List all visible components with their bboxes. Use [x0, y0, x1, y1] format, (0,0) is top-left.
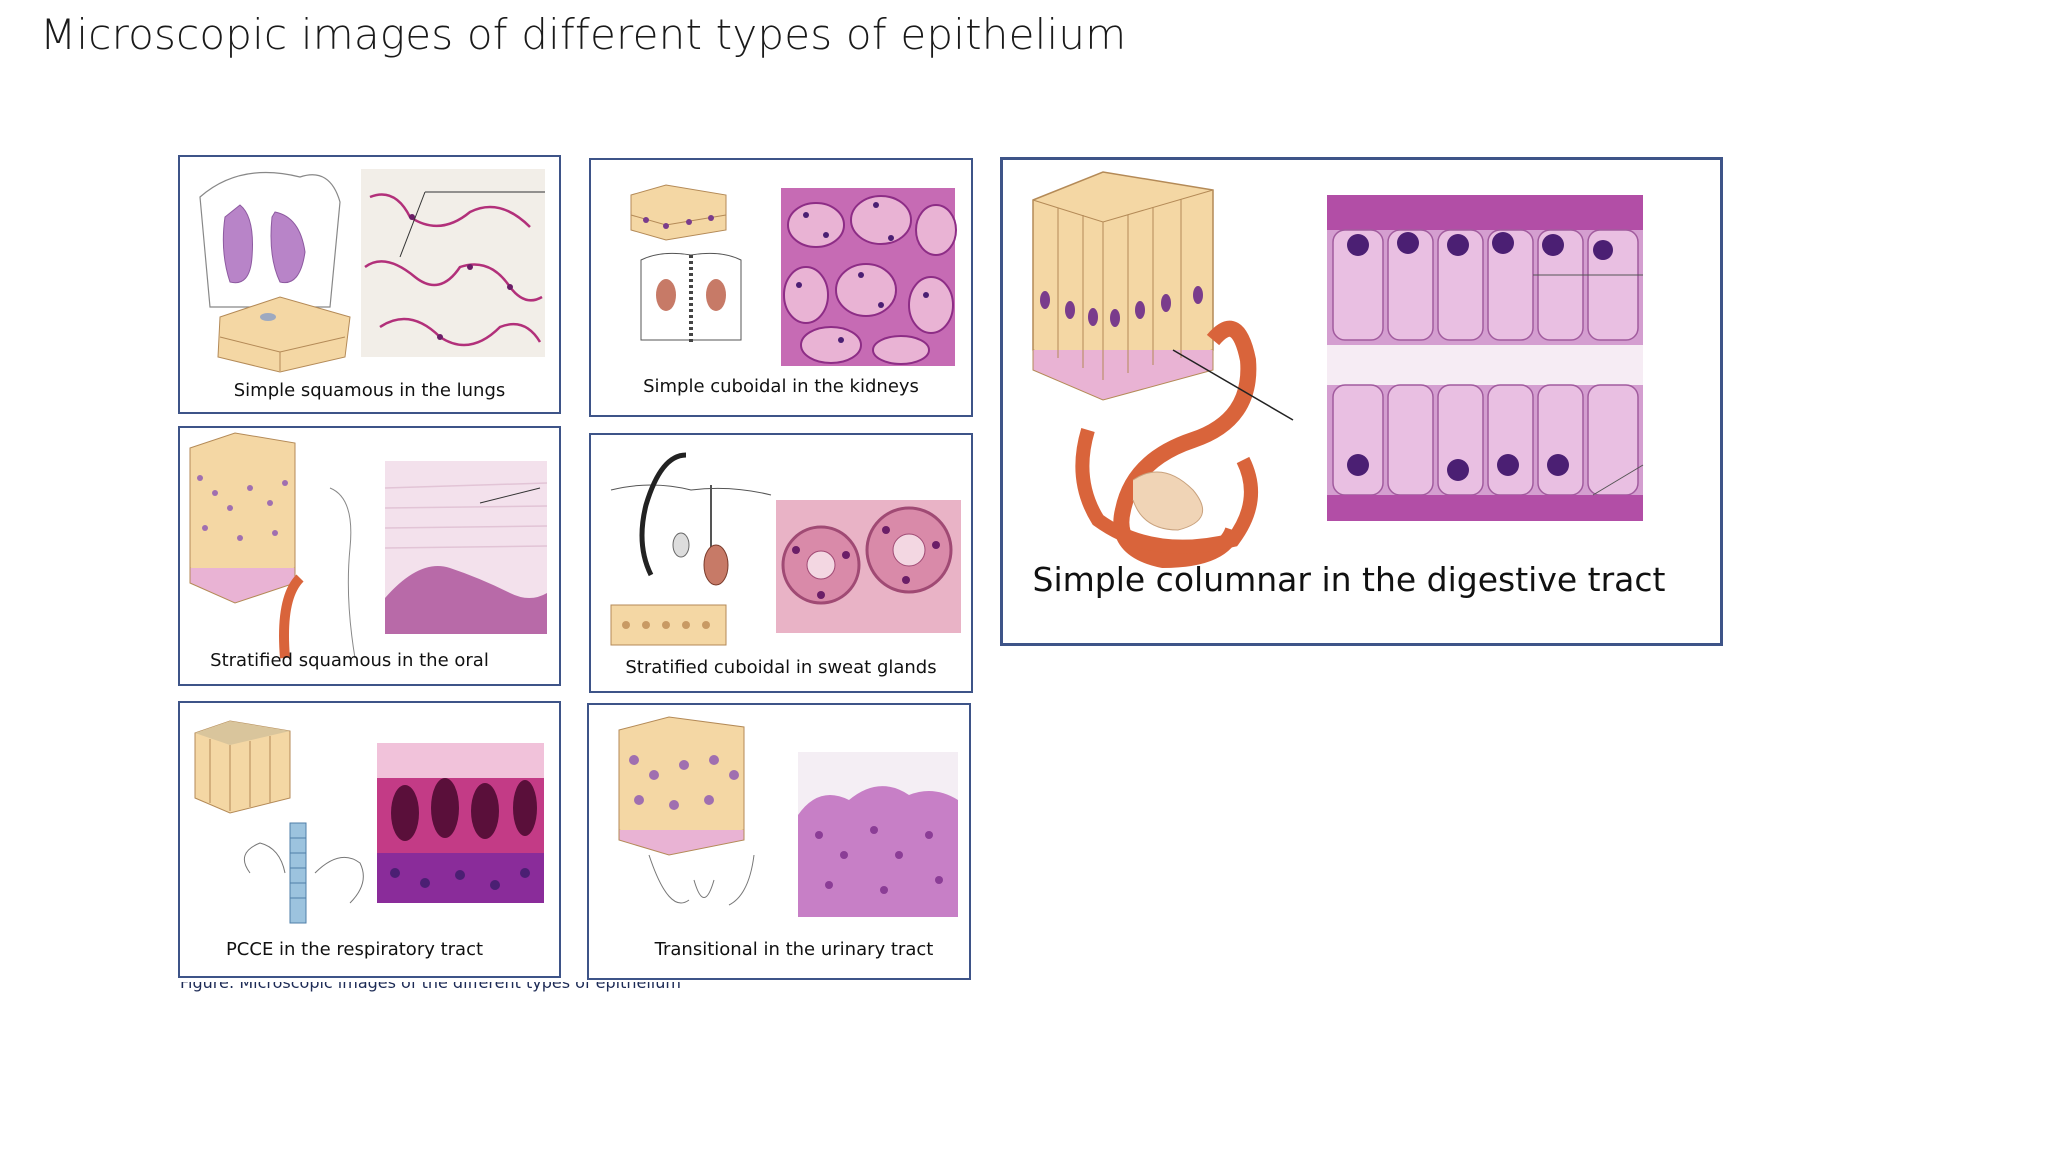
pcce-illustration	[194, 720, 544, 924]
caption-simple-cuboidal: Simple cuboidal in the kidneys	[643, 376, 919, 397]
stratified-squamous-illustration	[189, 432, 548, 659]
panel-simple-columnar: Simple columnar in the digestive tract	[1000, 157, 1723, 646]
caption-stratified-squamous: Stratified squamous in the oral	[210, 650, 489, 671]
panel-simple-squamous: Simple squamous in the lungs	[178, 155, 561, 414]
caption-pcce: PCCE in the respiratory tract	[225, 939, 484, 960]
panel-stratified-squamous: Stratified squamous in the oral	[178, 426, 561, 686]
simple-squamous-illustration	[199, 169, 545, 373]
figure-caption-text: Figure: Microscopic images of the differ…	[180, 982, 681, 992]
transitional-illustration	[618, 716, 958, 917]
figure-caption-cutoff: Figure: Microscopic images of the differ…	[180, 982, 720, 992]
caption-stratified-cuboidal: Stratified cuboidal in sweat glands	[625, 657, 937, 678]
caption-transitional: Transitional in the urinary tract	[654, 939, 934, 960]
simple-cuboidal-illustration	[630, 184, 957, 366]
panel-stratified-cuboidal: Stratified cuboidal in sweat glands	[589, 433, 973, 693]
stratified-cuboidal-illustration	[610, 452, 961, 646]
slide-title: Microscopic images of different types of…	[40, 10, 1127, 59]
caption-simple-columnar: Simple columnar in the digestive tract	[1032, 560, 1666, 599]
caption-simple-squamous: Simple squamous in the lungs	[233, 380, 506, 401]
panel-simple-cuboidal: Simple cuboidal in the kidneys	[589, 158, 973, 417]
panel-pcce: PCCE in the respiratory tract	[178, 701, 561, 978]
panel-transitional: Transitional in the urinary tract	[587, 703, 971, 980]
simple-columnar-illustration	[1032, 171, 1644, 569]
